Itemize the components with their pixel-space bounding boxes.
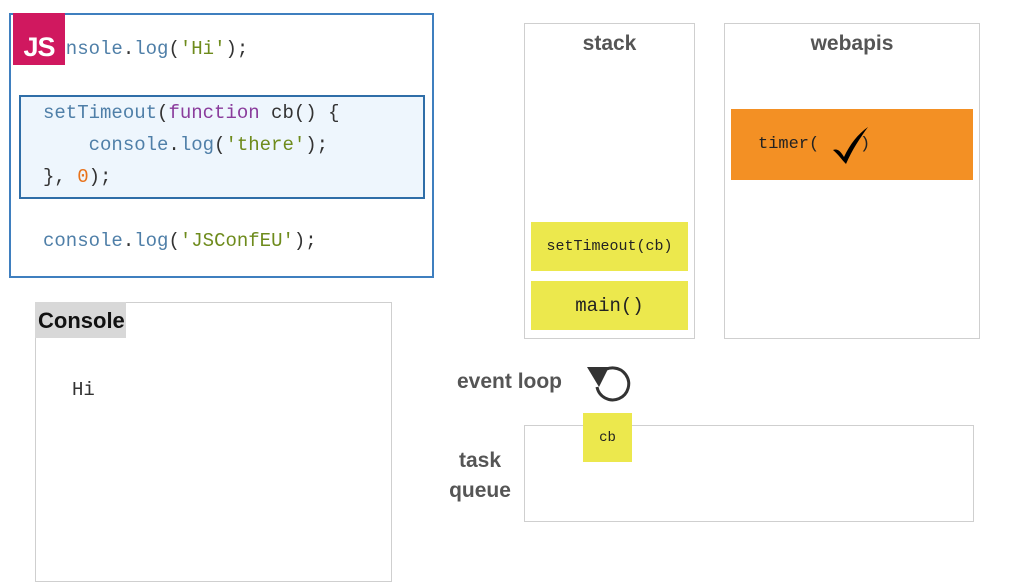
code-line-1: console.log('Hi'); — [43, 38, 248, 60]
code-token: log — [134, 38, 169, 60]
task-queue-label-line2: queue — [449, 479, 511, 502]
stack-frame-settimeout: setTimeout(cb) — [531, 222, 688, 271]
code-token: . — [122, 38, 135, 60]
code-token: function — [168, 102, 260, 124]
code-token: console — [43, 134, 169, 156]
console-output: Hi — [72, 379, 95, 401]
event-loop-label: event loop — [457, 370, 563, 393]
code-token: ( — [168, 230, 180, 252]
task-queue-label: task queue — [440, 446, 520, 506]
code-line-4: }, 0); — [43, 166, 111, 188]
code-token: setTimeout — [43, 102, 158, 124]
code-token: ( — [157, 102, 169, 124]
code-token: ( — [168, 38, 180, 60]
code-token: log — [179, 134, 215, 156]
webapis-panel: webapis — [724, 23, 980, 339]
checkmark-icon — [833, 127, 868, 164]
task-queue-item-cb: cb — [583, 413, 632, 462]
code-line-2: setTimeout(function cb() { — [43, 102, 339, 124]
code-token: ); — [305, 134, 329, 156]
code-line-3: console.log('there'); — [43, 134, 329, 156]
loop-arrow-icon — [587, 366, 631, 402]
code-token: 'Hi' — [179, 38, 226, 60]
code-token: ); — [88, 166, 112, 188]
code-token: cb() { — [259, 102, 340, 124]
code-line-5: console.log('JSConfEU'); — [43, 230, 317, 252]
code-token: }, — [43, 166, 78, 188]
code-token: ); — [293, 230, 317, 252]
code-token: 'there' — [225, 134, 306, 156]
code-token: log — [134, 230, 169, 252]
timer-label: timer( ) — [758, 135, 871, 154]
console-title: Console — [35, 302, 126, 338]
js-logo: JS — [13, 13, 65, 65]
webapis-title: webapis — [810, 32, 894, 55]
stack-frame-main: main() — [531, 281, 688, 330]
task-queue-label-line1: task — [458, 449, 502, 472]
console-panel — [35, 302, 392, 582]
stack-title: stack — [582, 32, 637, 55]
settimeout-highlight-box — [19, 95, 425, 199]
code-token: . — [122, 230, 135, 252]
code-token: ); — [225, 38, 249, 60]
code-token: console — [43, 230, 123, 252]
code-token: 0 — [77, 166, 89, 188]
code-token: . — [168, 134, 180, 156]
stack-panel: stack — [524, 23, 695, 339]
task-queue-panel — [524, 425, 974, 522]
code-token: 'JSConfEU' — [179, 230, 294, 252]
code-token: ( — [214, 134, 226, 156]
